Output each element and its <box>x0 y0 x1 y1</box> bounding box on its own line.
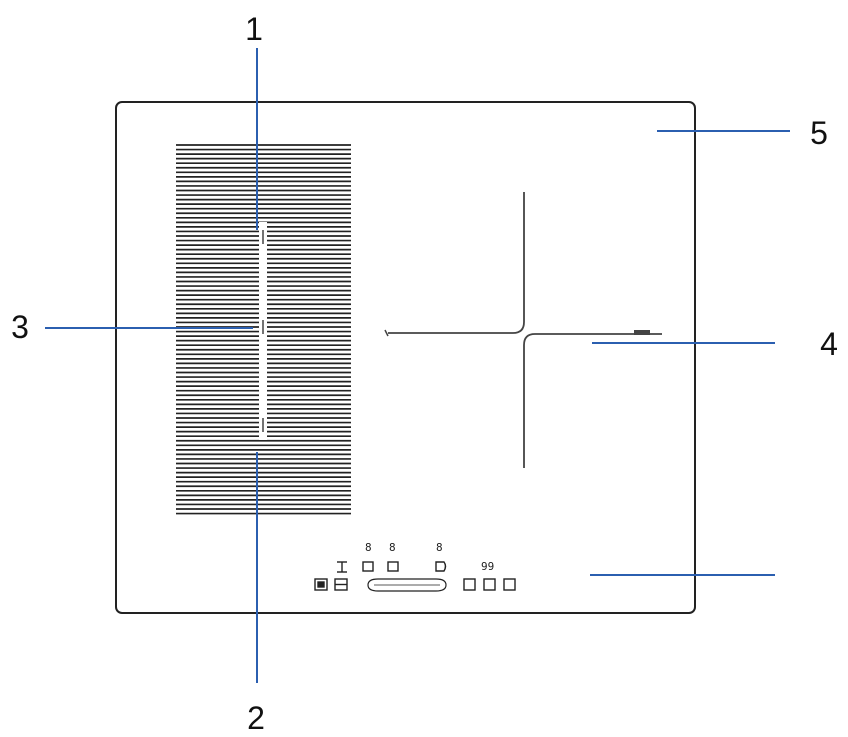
slider-control[interactable] <box>367 578 447 592</box>
callout-5: 5 <box>810 115 828 151</box>
callout-2: 2 <box>247 700 265 736</box>
timer-h-icon[interactable] <box>337 561 347 573</box>
lock-button[interactable] <box>314 578 328 591</box>
plus-button[interactable] <box>483 578 496 591</box>
boost-button[interactable] <box>503 578 516 591</box>
callout-1: 1 <box>245 11 263 47</box>
vent-grid <box>176 144 351 515</box>
cooking-zone-cross <box>384 192 662 468</box>
leader-lines <box>45 48 790 683</box>
zone-button-3[interactable] <box>435 561 447 572</box>
hob-outline <box>115 101 696 614</box>
minus-button[interactable] <box>463 578 476 591</box>
control-digit-d: 99 <box>481 560 494 573</box>
zone-button-2[interactable] <box>387 561 399 572</box>
control-digit-b: 8 <box>389 541 396 554</box>
control-digit-a: 8 <box>365 541 372 554</box>
power-button[interactable] <box>334 578 348 591</box>
control-digit-c: 8 <box>436 541 443 554</box>
callout-4: 4 <box>820 326 838 362</box>
zone-button-1[interactable] <box>362 561 374 572</box>
callout-3: 3 <box>11 309 29 345</box>
control-panel: 8 8 8 99 <box>314 541 516 592</box>
